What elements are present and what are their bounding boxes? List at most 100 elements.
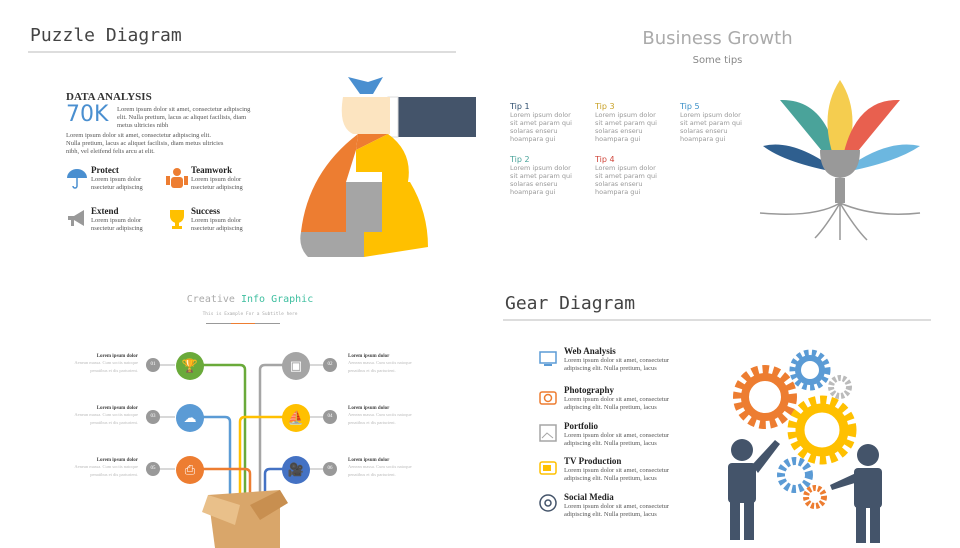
feature-title: Protect [91,165,119,175]
item-text: Aenean massa. Cum sociis natoque penatib… [74,464,138,477]
cloud-rain-icon[interactable]: ☁ [176,404,204,432]
gears-people-illustration [728,349,882,543]
divider [503,319,931,321]
tip-text: Lorem ipsum dolor sit amet param qui sol… [680,111,742,143]
title-part: Creative [186,294,235,305]
tip-title: Tip 3 [595,102,615,111]
megaphone-icon [68,210,84,226]
item-text: Lorem ipsum dolor sit amet, consectetur … [564,396,670,411]
sailboat-icon[interactable]: ⛵ [282,404,310,432]
tip-text: Lorem ipsum dolor sit amet param qui sol… [595,164,657,196]
monitor-icon [539,351,557,366]
item-text: Lorem ipsum dolor sit amet, consectetur … [564,467,670,482]
puzzle-bag-illustration [300,77,476,257]
item-number: 06 [323,462,337,476]
item-text: Aenean massa. Cum sociis natoque penatib… [348,464,412,477]
data-analysis-heading: DATA ANALYSIS [66,91,152,103]
growth-subtitle: Some tips [692,55,743,66]
item-title: Web Analysis [564,346,616,356]
bag-knot [348,77,383,94]
feature-title: Teamwork [191,165,233,175]
feature-text: Lorem ipsum dolor nsectetur adipiscing [191,176,243,191]
item-title: Portfolio [564,421,598,431]
presentation-board-icon[interactable]: ▣ [282,352,310,380]
tip-text: Lorem ipsum dolor sit amet param qui sol… [595,111,657,143]
item-title: Lorem ipsum dolor [348,406,390,411]
printer-icon[interactable]: ⎙ [176,456,204,484]
tip-title: Tip 5 [680,102,700,111]
feature-text: Lorem ipsum dolor nsectetur adipiscing [91,176,143,191]
puzzle-title: Puzzle Diagram [30,25,182,46]
item-title: Lorem ipsum dolor [348,458,390,463]
gear-orange-small [803,485,827,509]
puzzle-piece-gray [346,182,382,232]
item-number: 02 [323,358,337,372]
tip-text: Lorem ipsum dolor sit amet param qui sol… [510,111,572,143]
info-title: Creative Info Graphic [150,294,350,305]
gear-blue-top [789,349,831,391]
tip-title: Tip 4 [595,155,615,164]
item-title: Social Media [564,492,614,502]
puzzle-piece-orange [301,134,358,232]
info-subtitle: This is Example For a Subtitle here [202,312,298,317]
item-text: Aenean massa. Cum sociis natoque penatib… [74,412,138,425]
item-number: 01 [146,358,160,372]
title-highlight: Info Graphic [240,294,314,305]
trophy-icon [170,210,184,229]
gear-orange-large [733,365,797,429]
tip-title: Tip 2 [510,155,530,164]
item-number: 05 [146,462,160,476]
item-title: Lorem ipsum dolor [348,354,390,359]
video-camera-icon[interactable]: 🎥 [282,456,310,484]
item-text: Aenean massa. Cum sociis natoque penatib… [348,412,412,425]
item-title: Lorem ipsum dolor [96,406,138,411]
disc-icon [539,494,557,512]
feature-text: Lorem ipsum dolor nsectetur adipiscing [91,217,143,232]
tree-roots [759,202,921,241]
divider [28,51,456,53]
item-title: TV Production [564,456,622,466]
tv-icon [539,461,557,475]
tip-title: Tip 1 [510,102,530,111]
stat-text: Lorem ipsum dolor sit amet, consectetur … [117,106,251,129]
person-left [728,439,780,540]
hand [341,97,390,134]
image-icon [539,424,557,442]
trophy-icon[interactable]: 🏆 [176,352,204,380]
trophy-cup [820,150,860,178]
tip-text: Lorem ipsum dolor sit amet param qui sol… [510,164,572,196]
petal-light-blue [840,144,920,173]
item-text: Lorem ipsum dolor sit amet, consectetur … [564,357,670,372]
petal-red [840,99,900,173]
analysis-paragraph: Lorem ipsum dolor sit amet, consectetur … [66,132,224,155]
gear-blue-bottom [777,457,813,493]
item-text: Lorem ipsum dolor sit amet, consectetur … [564,432,670,447]
item-title: Lorem ipsum dolor [96,458,138,463]
feature-title: Extend [91,206,119,216]
growth-title: Business Growth [642,28,793,49]
gear-yellow-large [787,395,857,465]
item-text: Aenean massa. Cum sociis natoque penatib… [74,360,138,373]
gear-gray-small [828,375,852,399]
person-right [830,444,882,543]
puzzle-piece-yellow [356,134,409,182]
item-number: 03 [146,410,160,424]
item-title: Lorem ipsum dolor [96,354,138,359]
item-text: Aenean massa. Cum sociis natoque penatib… [348,360,412,373]
gear-title: Gear Diagram [505,293,636,314]
petal-blue-dark [763,144,840,173]
divider-accent [231,323,255,324]
sleeve [396,97,476,137]
item-text: Lorem ipsum dolor sit amet, consectetur … [564,503,670,518]
petal-teal [780,99,840,173]
item-number: 04 [323,410,337,424]
umbrella-icon [67,169,87,189]
info-connector-lines [155,363,325,548]
stat-value: 70K [66,102,109,127]
